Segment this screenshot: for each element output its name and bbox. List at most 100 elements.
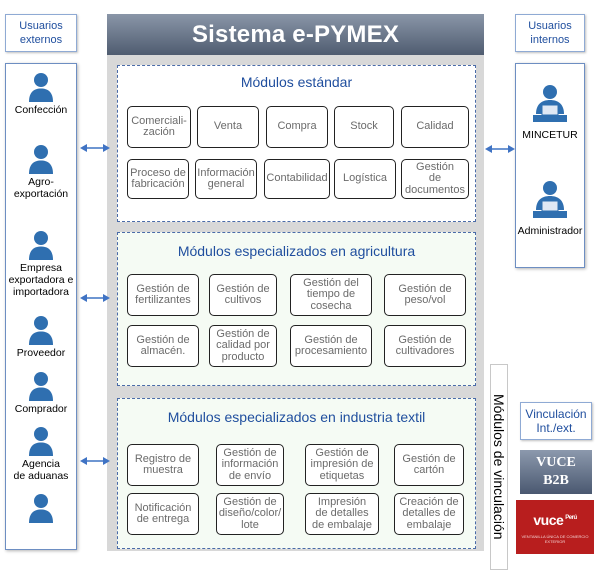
module-label-line: detalles de [402, 507, 456, 520]
module-box: Calidad [401, 106, 469, 148]
logo-word-vuce: vuce [533, 512, 564, 528]
logo-word-peru: Perú [565, 515, 577, 522]
internal-actor: Administrador [512, 180, 588, 237]
vinculacion-strip-label: Módulos de vinculación [491, 394, 507, 540]
module-label-line: documentos [405, 183, 465, 196]
double-arrow-icon [485, 145, 515, 153]
module-label-line: embalaje [406, 518, 452, 531]
actor-label-line: Agro- [28, 176, 54, 188]
actor-label-line: de aduanas [13, 470, 69, 482]
module-label-line: Compra [277, 120, 317, 133]
actor-label-line: exportadora e [8, 274, 74, 286]
module-box: Venta [197, 106, 259, 148]
external-actor: Agro-exportación [3, 144, 79, 200]
module-label-line: fabricación [131, 178, 185, 190]
system-title: Sistema e-PYMEX [107, 14, 484, 55]
vinculacion-strip [490, 364, 508, 570]
module-label-line: de detalles [315, 507, 369, 520]
module-label-line: Stock [350, 120, 378, 133]
external-actor [3, 493, 79, 523]
module-label-line: información [221, 458, 279, 471]
module-label-line: general [207, 178, 245, 190]
vuce-b2b-logo: VUCE B2B [520, 450, 592, 494]
actor-label-line: Agencia [22, 458, 60, 470]
external-actor: Comprador [3, 371, 79, 415]
person-icon [29, 73, 53, 102]
person-icon [29, 427, 53, 456]
module-label-line: cultivadores [395, 345, 455, 357]
double-arrow-icon [80, 457, 110, 465]
module-box: Compra [266, 106, 328, 148]
module-label-line: almacén. [140, 345, 186, 357]
module-label-line: Gestión de [216, 327, 270, 340]
module-label-line: calidad por [216, 339, 270, 352]
section-title: Módulos especializados en industria text… [167, 409, 426, 425]
actor-label-line: Confección [14, 104, 68, 116]
double-arrow-icon [80, 144, 110, 152]
module-label-line: cosecha [310, 299, 352, 312]
module-box: Logística [334, 159, 396, 199]
actor-label-line: Comprador [14, 403, 68, 415]
section-title: Módulos estándar [240, 74, 353, 90]
module-label-line: Gestión de [223, 495, 277, 508]
module-label-line: de [428, 172, 442, 185]
module-label-line: de embalaje [312, 518, 372, 531]
module-label-line: Gestión de [136, 282, 190, 295]
section-title: Módulos especializados en agricultura [177, 243, 416, 259]
module-label-line: cultivos [224, 294, 262, 306]
external-actor: Confección [3, 72, 79, 116]
header-line: externos [19, 34, 63, 46]
module-label-line: Gestión de [315, 446, 369, 459]
module-label-line: Venta [213, 120, 243, 133]
module-label-line: Comerciali- [131, 114, 187, 127]
person-icon [29, 316, 53, 345]
module-label-line: Creación de [399, 495, 459, 508]
module-label-line: Registro de [134, 452, 192, 465]
module-label-line: Gestión de [304, 333, 358, 346]
actor-label-line: MINCETUR [522, 129, 578, 141]
computer-user-icon [533, 85, 567, 122]
actor-label-line: Proveedor [16, 347, 66, 359]
external-actor: Proveedor [3, 315, 79, 359]
module-label-line: de envío [228, 469, 272, 482]
actor-label-line: Administrador [517, 225, 583, 237]
header-line: Vinculación [525, 407, 587, 421]
person-icon [29, 145, 53, 174]
person-icon [29, 494, 53, 523]
actor-label-line: importadora [12, 286, 70, 298]
logo-line: B2B [543, 473, 569, 488]
module-label-line: Gestión [416, 160, 454, 173]
actor-label: Administrador [512, 225, 588, 237]
module-label-line: Información [197, 166, 255, 179]
computer-user-icon [533, 181, 567, 218]
external-users-panel [5, 63, 77, 550]
actor-label: Agro-exportación [3, 176, 79, 200]
double-arrow-icon [80, 294, 110, 302]
module-label-line: Logística [342, 172, 388, 185]
actor-label-line: Empresa [19, 262, 62, 274]
module-label-line: cartón [413, 464, 445, 476]
module-label-line: Impresión [317, 495, 367, 508]
module-label-line: Gestión de [136, 333, 190, 346]
